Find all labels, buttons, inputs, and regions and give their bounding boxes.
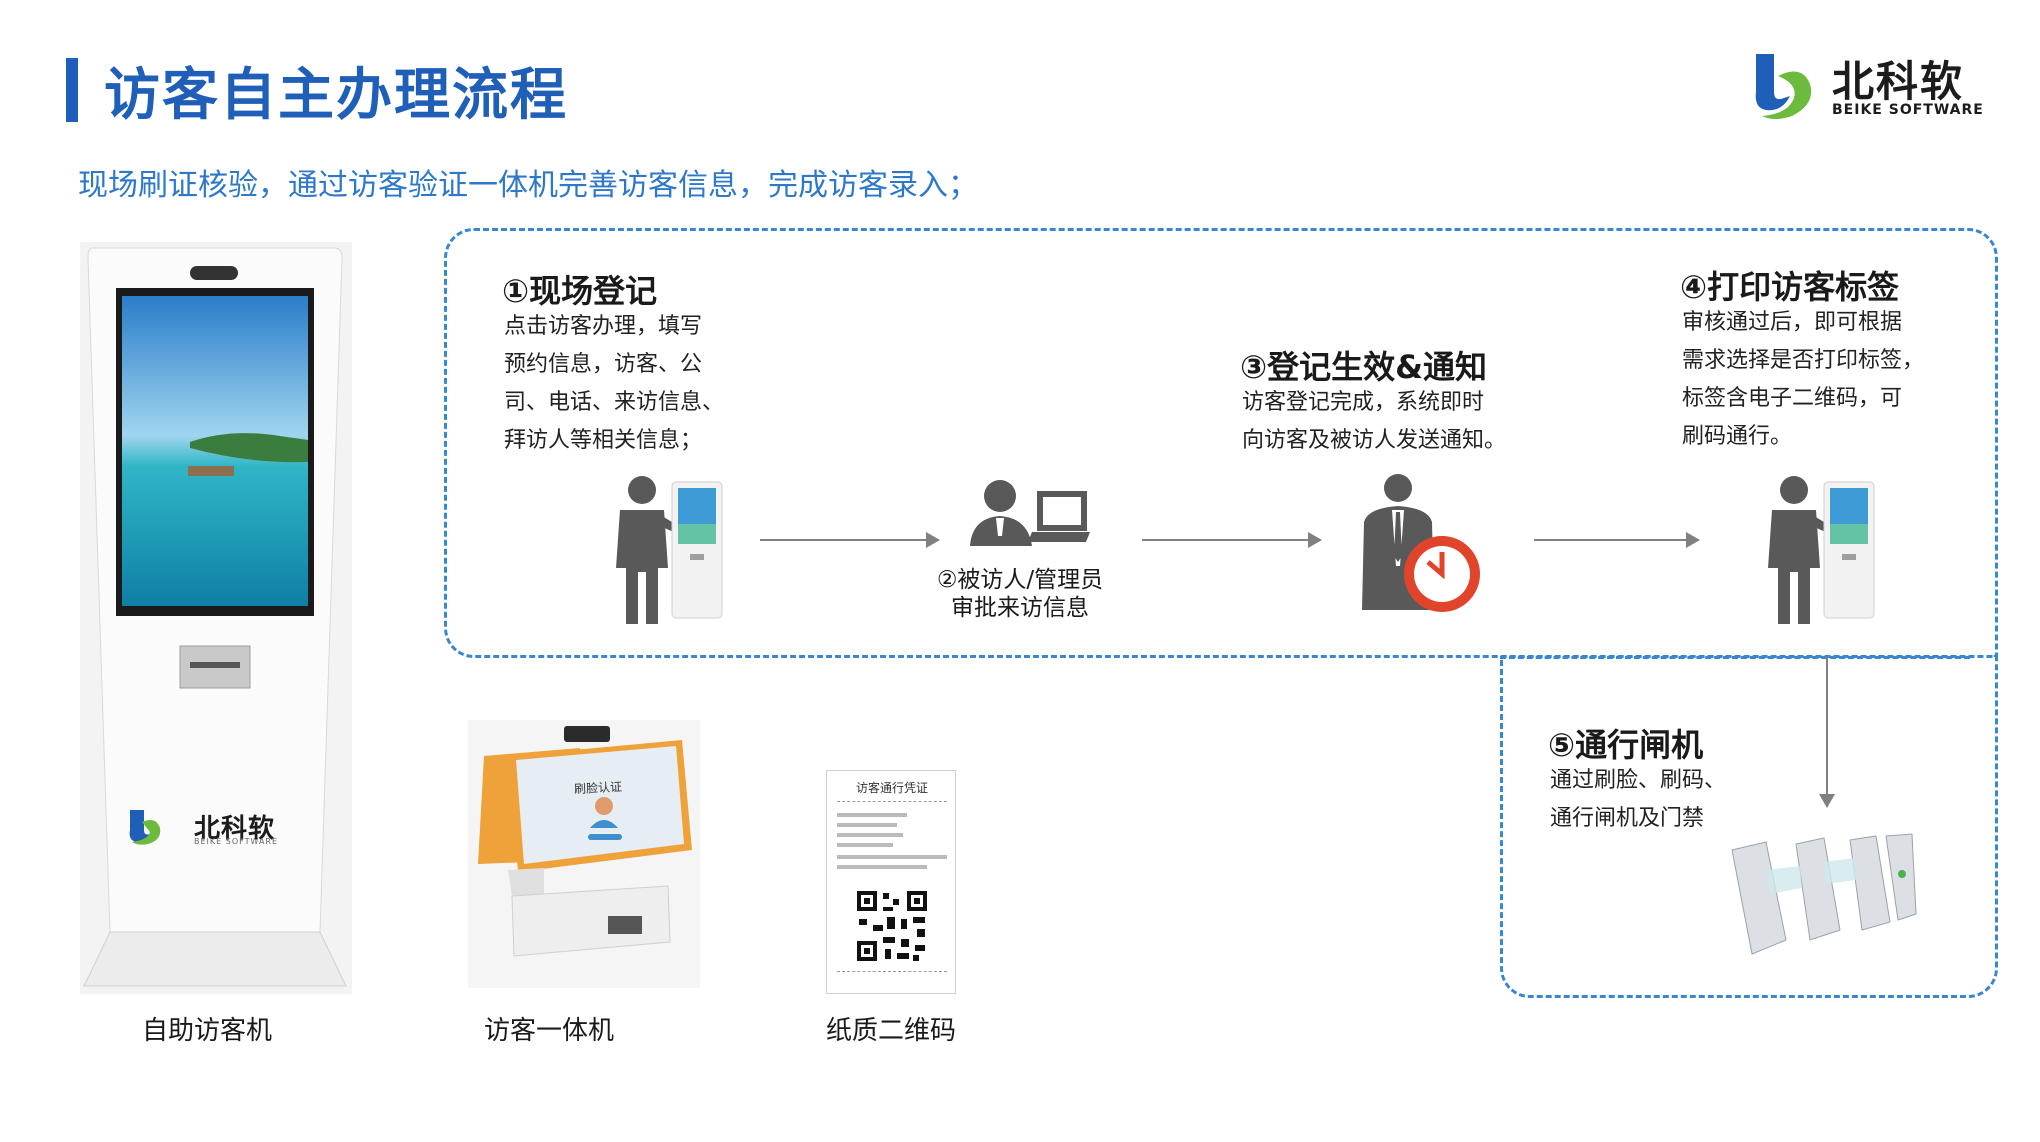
step5-desc-line: 通行闸机及门禁 xyxy=(1550,800,1726,838)
admin-computer-icon xyxy=(966,476,1092,552)
step3-desc-line: 向访客及被访人发送通知。 xyxy=(1242,422,1506,460)
kiosk-brand-sub: BEIKE SOFTWARE xyxy=(194,837,278,846)
visitor-terminal-image xyxy=(468,720,700,988)
step5-title: ⑤通行闸机 xyxy=(1548,720,1703,766)
terminal-screen-title: 刷脸认证 xyxy=(574,778,623,797)
step1-desc-line: 预约信息，访客、公 xyxy=(504,346,724,384)
ticket-text-line xyxy=(837,855,947,859)
gate-step-frame-divider xyxy=(1500,656,1970,659)
brand-logo: 北科软 BEIKE SOFTWARE xyxy=(1744,46,1984,126)
step4-desc-line: 需求选择是否打印标签， xyxy=(1682,342,1924,380)
flow-arrow-2-3 xyxy=(1142,539,1320,541)
kiosk-label: 自助访客机 xyxy=(142,1010,272,1047)
page-subtitle: 现场刷证核验，通过访客验证一体机完善访客信息，完成访客录入； xyxy=(78,160,978,204)
flow-arrow-3-4 xyxy=(1534,539,1698,541)
flow-arrow-1-2 xyxy=(760,539,938,541)
brand-logo-icon xyxy=(1744,46,1824,126)
person-printing-label-icon xyxy=(1758,472,1878,628)
step4-title: ④打印访客标签 xyxy=(1680,262,1899,308)
step2-caption-line: ②被访人/管理员 xyxy=(930,566,1110,594)
ticket-title: 访客通行凭证 xyxy=(827,779,957,796)
title-accent-bar xyxy=(66,58,78,122)
brand-logo-name: 北科软 xyxy=(1832,48,1964,109)
step5-desc-line: 通过刷脸、刷码、 xyxy=(1550,762,1726,800)
ticket-text-line xyxy=(837,813,907,817)
ticket-text-line xyxy=(837,833,903,837)
step4-desc: 审核通过后，即可根据 需求选择是否打印标签， 标签含电子二维码，可 刷码通行。 xyxy=(1682,304,1924,456)
step3-title: ③登记生效&通知 xyxy=(1240,342,1487,388)
step4-desc-line: 刷码通行。 xyxy=(1682,418,1924,456)
person-at-kiosk-icon xyxy=(606,472,726,628)
flow-arrow-4-5 xyxy=(1826,656,1828,806)
qr-code-icon xyxy=(855,889,929,963)
step2-caption: ②被访人/管理员 审批来访信息 xyxy=(930,566,1110,622)
self-service-kiosk-image xyxy=(80,242,352,994)
ticket-text-line xyxy=(837,823,897,827)
step5-desc: 通过刷脸、刷码、 通行闸机及门禁 xyxy=(1550,762,1726,838)
page-title: 访客自主办理流程 xyxy=(104,50,568,131)
step1-desc-line: 拜访人等相关信息； xyxy=(504,422,724,460)
step1-desc: 点击访客办理，填写 预约信息，访客、公 司、电话、来访信息、 拜访人等相关信息； xyxy=(504,308,724,460)
businessman-clock-icon xyxy=(1354,470,1484,616)
paper-qr-ticket: 访客通行凭证 xyxy=(826,770,956,994)
step4-desc-line: 标签含电子二维码，可 xyxy=(1682,380,1924,418)
step3-desc-line: 访客登记完成，系统即时 xyxy=(1242,384,1506,422)
step2-caption-line: 审批来访信息 xyxy=(930,594,1110,622)
step1-desc-line: 点击访客办理，填写 xyxy=(504,308,724,346)
ticket-divider xyxy=(837,971,947,972)
ticket-divider xyxy=(837,801,947,802)
paper-qr-label: 纸质二维码 xyxy=(826,1010,956,1047)
ticket-text-line xyxy=(837,843,893,847)
brand-logo-sub: BEIKE SOFTWARE xyxy=(1832,102,1984,118)
ticket-text-line xyxy=(837,865,927,869)
step1-desc-line: 司、电话、来访信息、 xyxy=(504,384,724,422)
terminal-label: 访客一体机 xyxy=(484,1010,614,1047)
step3-desc: 访客登记完成，系统即时 向访客及被访人发送通知。 xyxy=(1242,384,1506,460)
step1-title: ①现场登记 xyxy=(502,266,657,312)
step4-desc-line: 审核通过后，即可根据 xyxy=(1682,304,1924,342)
turnstile-gates-icon xyxy=(1726,830,1924,966)
